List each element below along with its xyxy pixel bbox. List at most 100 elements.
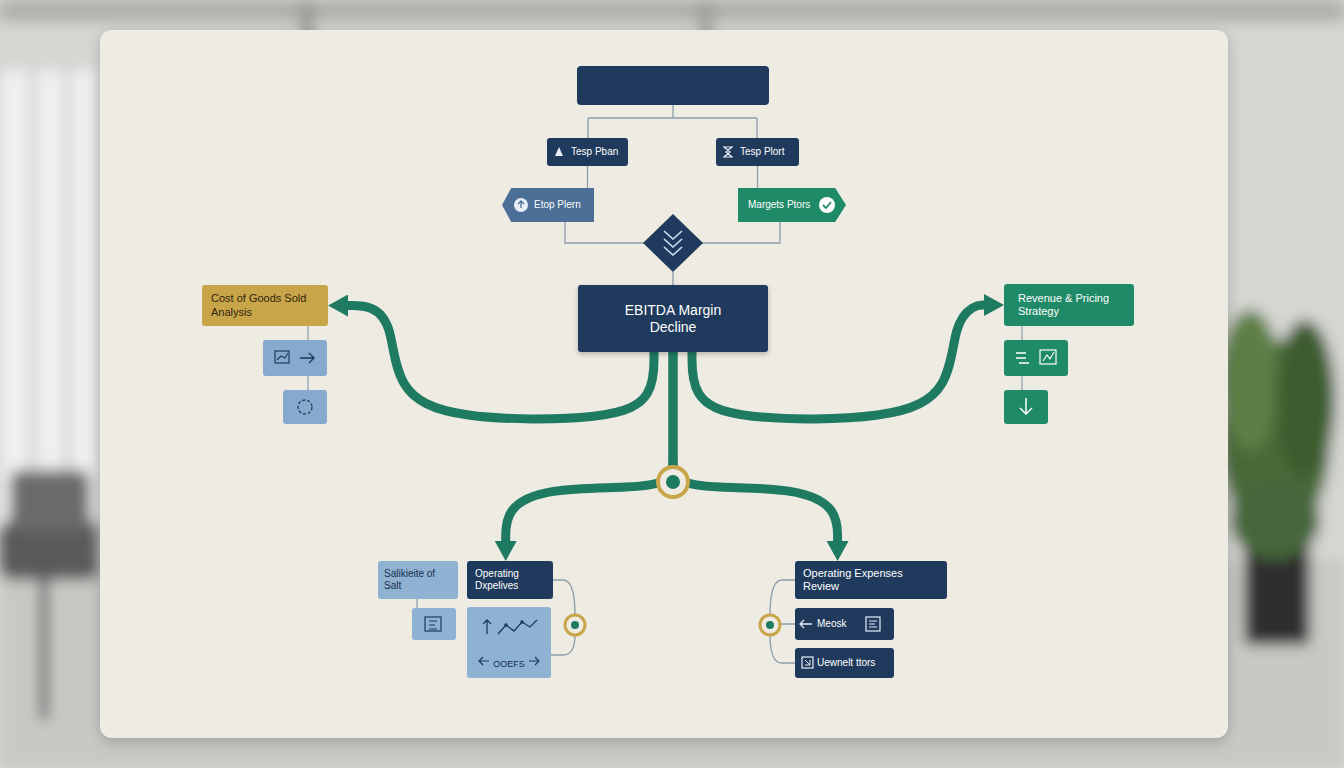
cost-icons bbox=[263, 326, 327, 424]
office-photo bbox=[64, 70, 70, 530]
office-photo bbox=[1220, 310, 1280, 450]
bottom-left-decor bbox=[425, 617, 441, 631]
node-text: Salikieite of Salt bbox=[384, 568, 452, 592]
category-box: Cost of Goods Sold Analysis bbox=[202, 285, 328, 326]
box-icons bbox=[479, 657, 489, 665]
box-icons bbox=[802, 657, 813, 668]
process-box: Tesp Plort bbox=[716, 138, 799, 166]
office-photo bbox=[30, 70, 36, 530]
box-icons bbox=[866, 617, 880, 631]
bottom-right-decor bbox=[766, 621, 774, 629]
cost-icons bbox=[277, 353, 288, 360]
tree-link bbox=[587, 166, 588, 188]
hexagon-fill bbox=[738, 188, 846, 222]
revenue-icons bbox=[1043, 352, 1054, 361]
hexagon-fill bbox=[502, 188, 594, 222]
item-box: Uewnelt ttors bbox=[795, 648, 894, 678]
header-box bbox=[577, 66, 769, 105]
box-icons bbox=[479, 147, 880, 668]
flow-arrow bbox=[673, 352, 838, 541]
tree-link bbox=[757, 166, 758, 188]
junction-dot bbox=[658, 467, 688, 497]
box-icons bbox=[529, 657, 539, 665]
node-text: EBITDA Margin Decline bbox=[603, 302, 743, 336]
revenue-icons bbox=[1004, 326, 1068, 424]
chevron-symbol bbox=[664, 239, 682, 247]
chevron-symbol bbox=[664, 231, 682, 255]
node-text: Etop Plern bbox=[534, 199, 581, 211]
node-text: Meosk bbox=[817, 618, 846, 630]
cost-icons bbox=[283, 390, 327, 424]
category-box: Revenue & Pricing Strategy bbox=[1004, 284, 1134, 326]
node-text: Revenue & Pricing Strategy bbox=[1018, 292, 1128, 318]
box-icons bbox=[819, 197, 835, 213]
office-photo bbox=[1230, 480, 1320, 560]
revenue-icons bbox=[1040, 350, 1056, 364]
node-text: Operating Expenses Review bbox=[803, 567, 933, 593]
node-text: Operating Dxpelives bbox=[475, 568, 547, 592]
box-icons bbox=[504, 623, 508, 627]
node-text: Margets Ptors bbox=[748, 199, 810, 211]
cost-icons bbox=[298, 400, 312, 414]
central-box: EBITDA Margin Decline bbox=[578, 285, 768, 352]
header-decor bbox=[565, 66, 780, 285]
sub-box: Operating Dxpelives bbox=[467, 561, 553, 599]
bottom-left-decor bbox=[565, 615, 585, 635]
tree-wire bbox=[588, 105, 757, 138]
sub-box: Salikieite of Salt bbox=[378, 561, 458, 599]
process-box: Tesp Pban bbox=[547, 138, 628, 166]
revenue-icons bbox=[1004, 390, 1048, 424]
chevron-symbol bbox=[664, 247, 682, 255]
office-photo bbox=[10, 470, 90, 530]
tree-wire bbox=[702, 222, 780, 243]
office-photo bbox=[40, 580, 48, 720]
office-photo bbox=[0, 70, 96, 530]
cost-icons bbox=[263, 340, 327, 376]
cost-icons bbox=[275, 351, 289, 363]
bottom-right-decor bbox=[760, 615, 780, 635]
review-box: Operating Expenses Review bbox=[795, 561, 947, 599]
decision-diamond bbox=[643, 214, 703, 272]
node-text: Tesp Pban bbox=[571, 146, 618, 158]
box-icons bbox=[724, 147, 732, 157]
box-icons bbox=[555, 147, 563, 156]
chevron-symbol bbox=[664, 231, 682, 239]
tree-wire bbox=[565, 222, 645, 243]
chart-box: OOEFS bbox=[467, 607, 551, 678]
node-text: OOEFS bbox=[493, 659, 525, 670]
box-icons bbox=[498, 620, 537, 634]
cost-icons bbox=[300, 353, 314, 363]
flow-arrow bbox=[506, 352, 673, 541]
hexagon-node: Etop Plern bbox=[502, 188, 594, 222]
node-text: Tesp Plort bbox=[740, 146, 784, 158]
diagram-card bbox=[100, 30, 1228, 738]
bottom-left-decor bbox=[412, 608, 456, 640]
bottom-left-decor bbox=[429, 621, 437, 629]
revenue-icons bbox=[1020, 398, 1032, 414]
office-photo bbox=[0, 0, 1344, 22]
node-text: Cost of Goods Sold Analysis bbox=[211, 292, 321, 318]
junction-dot bbox=[658, 467, 688, 497]
box-icons bbox=[823, 202, 831, 208]
bottom-left-decor bbox=[416, 599, 417, 608]
revenue-icons bbox=[1004, 340, 1068, 376]
box-icons bbox=[805, 660, 810, 665]
node-text: Uewnelt ttors bbox=[817, 657, 875, 669]
hexagon-node: Margets Ptors bbox=[738, 188, 846, 222]
box-icons bbox=[520, 620, 524, 624]
box-icons bbox=[483, 620, 491, 634]
revenue-icons bbox=[1016, 353, 1029, 363]
item-box: Meosk bbox=[795, 608, 894, 640]
box-icons bbox=[518, 201, 524, 208]
bottom-left-decor bbox=[571, 621, 579, 629]
office-photo bbox=[1275, 320, 1335, 480]
box-icons bbox=[800, 620, 812, 628]
office-photo bbox=[1244, 545, 1310, 645]
box-icons bbox=[869, 621, 877, 627]
junction-dot bbox=[666, 475, 680, 489]
